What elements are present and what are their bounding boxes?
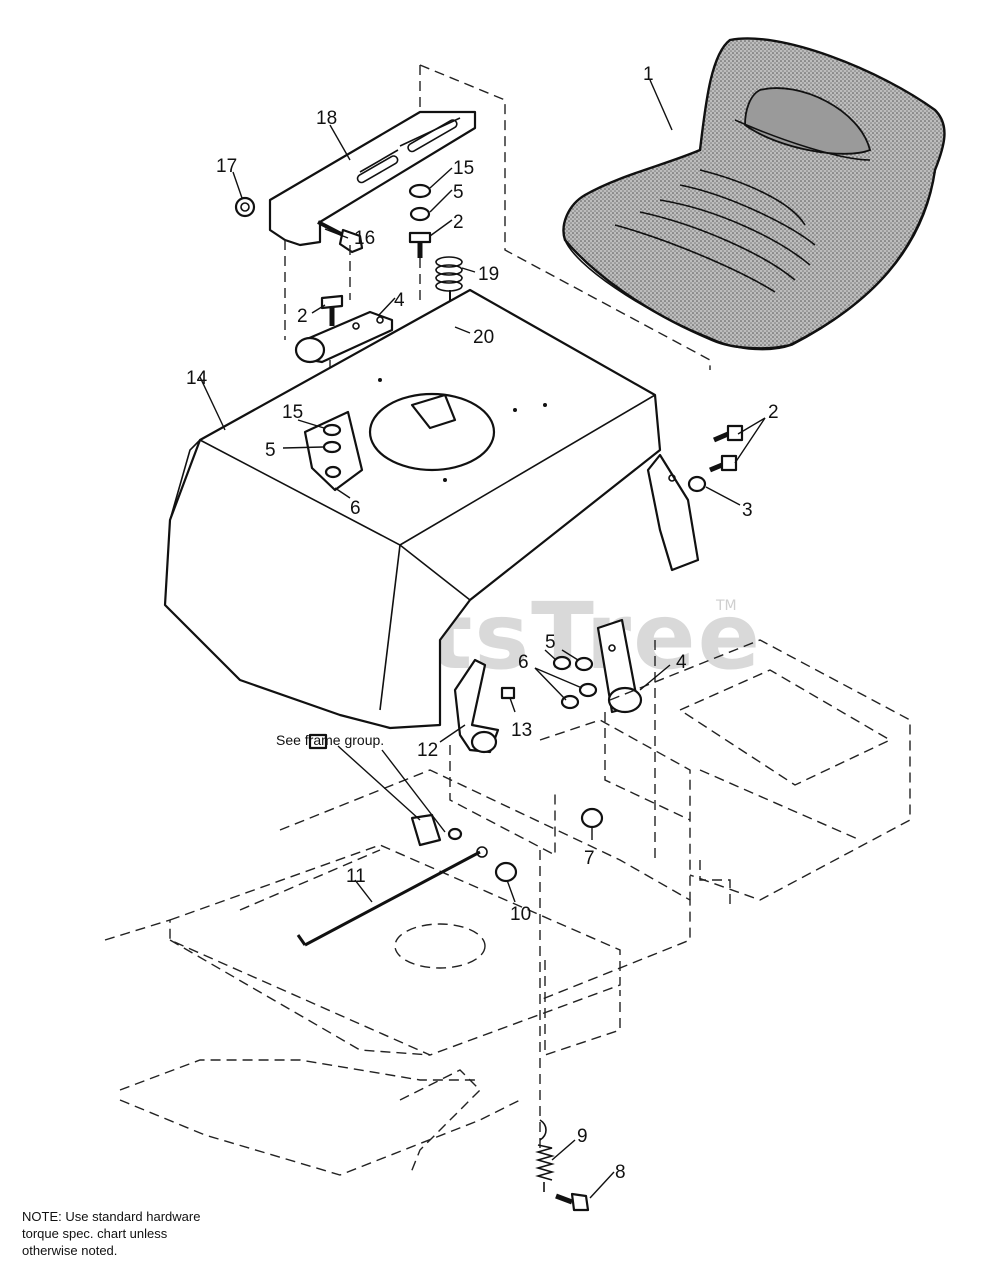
leader-lines (199, 79, 766, 1199)
nut-17 (234, 196, 256, 218)
callout-20: 20 (473, 327, 494, 348)
callout-3: 3 (742, 500, 753, 521)
callout-10: 10 (510, 904, 531, 925)
bolt-2-hinge (320, 294, 344, 326)
bolt-2-top (408, 231, 432, 258)
callout-8: 8 (615, 1162, 626, 1183)
bracket-12 (453, 658, 500, 754)
callout-2-hinge: 2 (297, 306, 308, 327)
callout-numbers: 1 18 17 15 5 2 16 19 20 2 4 14 15 5 6 2 … (186, 64, 779, 1183)
watermark-trademark: TM (715, 598, 737, 614)
nut-10 (494, 861, 518, 883)
callout-5-plate: 5 (265, 440, 276, 461)
seat-bracket (268, 110, 477, 247)
callout-18: 18 (316, 108, 337, 129)
frame-group-note: See frame group. (276, 732, 384, 748)
callout-2-top: 2 (453, 212, 464, 233)
callout-19: 19 (478, 264, 499, 285)
callout-4-upper: 4 (394, 290, 405, 311)
bolt-16 (317, 220, 364, 254)
nuts-5-6 (552, 655, 598, 710)
callout-5-top: 5 (453, 182, 464, 203)
hinge-4-rear (596, 618, 643, 714)
callout-17: 17 (216, 156, 237, 177)
nut-7 (580, 807, 604, 829)
callout-6-plate: 6 (350, 498, 361, 519)
plate-6 (303, 410, 364, 492)
callout-4-rear: 4 (676, 652, 687, 673)
callout-13: 13 (511, 720, 532, 741)
rod-11 (296, 846, 488, 947)
bolt-13 (500, 686, 516, 700)
note-line-3: otherwise noted. (22, 1243, 118, 1258)
callout-15-top: 15 (453, 158, 474, 179)
callout-16: 16 (354, 228, 375, 249)
note-line-2: torque spec. chart unless (22, 1226, 168, 1241)
frame-dashed (104, 639, 911, 1176)
spring-9 (535, 1119, 555, 1192)
callout-1: 1 (643, 64, 654, 85)
callout-6-rear: 6 (518, 652, 529, 673)
callout-15-plate: 15 (282, 402, 303, 423)
seat (562, 37, 946, 351)
fender-bracket-right (646, 453, 700, 572)
fender-14 (163, 288, 662, 730)
callout-7: 7 (584, 848, 595, 869)
latch-bracket (410, 813, 463, 847)
callout-14: 14 (186, 368, 208, 389)
callout-12: 12 (417, 740, 438, 761)
hinge-4-upper (294, 310, 394, 364)
callout-11: 11 (346, 866, 366, 887)
note-line-1: NOTE: Use standard hardware (22, 1209, 201, 1224)
hardware-note: NOTE: Use standard hardware torque spec.… (22, 1208, 282, 1259)
callout-5-rear: 5 (545, 632, 556, 653)
callout-9: 9 (577, 1126, 588, 1147)
callout-2-right: 2 (768, 402, 779, 423)
bolts-2-right (687, 424, 744, 493)
bolt-8 (555, 1192, 590, 1212)
